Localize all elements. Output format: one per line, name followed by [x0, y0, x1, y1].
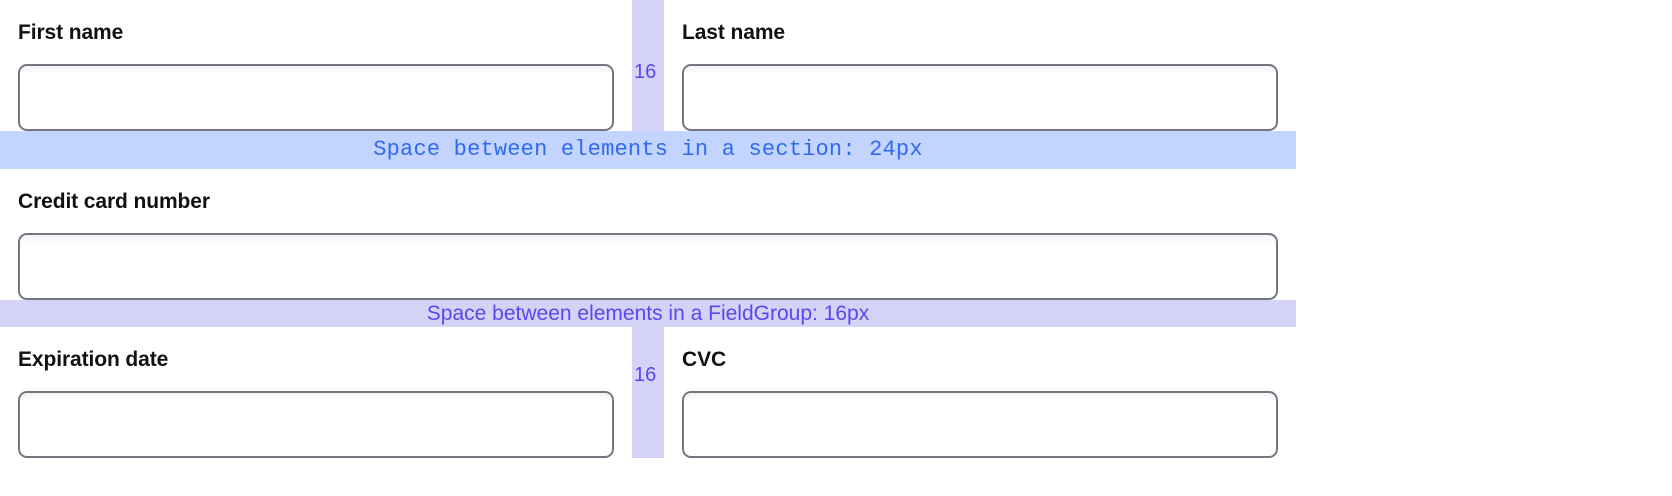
label-expiration-date: Expiration date [18, 348, 169, 371]
expiration-date-input[interactable] [18, 391, 614, 458]
gap-size-label: 16 [634, 364, 657, 386]
gap-indicator-expiry-cvc: 16 [632, 327, 664, 458]
label-first-name: First name [18, 21, 124, 44]
credit-card-number-input[interactable] [18, 233, 1278, 300]
field-row-expiry-cvc: Expiration date 16 CVC [0, 327, 1296, 458]
payment-form: First name 16 Last name Space between el… [0, 0, 1296, 458]
input-wrap-expiration-date [0, 370, 632, 458]
field-last-name: Last name [664, 0, 1296, 131]
field-expiration-date: Expiration date [0, 327, 632, 458]
gap-indicator-names: 16 [632, 0, 664, 131]
annotation-band-fieldgroup-spacing: Space between elements in a FieldGroup: … [0, 300, 1296, 327]
label-credit-card-number: Credit card number [18, 190, 210, 213]
label-last-name: Last name [682, 21, 785, 44]
field-cvc: CVC [664, 327, 1296, 458]
field-row-names: First name 16 Last name [0, 0, 1296, 131]
input-wrap-last-name [664, 43, 1296, 131]
first-name-input[interactable] [18, 64, 614, 131]
last-name-input[interactable] [682, 64, 1278, 131]
input-wrap-credit-card-number [0, 212, 1296, 300]
cvc-input[interactable] [682, 391, 1278, 458]
input-wrap-cvc [664, 370, 1296, 458]
label-cvc: CVC [682, 348, 727, 371]
field-first-name: First name [0, 0, 632, 131]
gap-size-label: 16 [634, 61, 657, 83]
input-wrap-first-name [0, 43, 632, 131]
field-credit-card-number: Credit card number [0, 169, 1296, 300]
annotation-band-section-spacing: Space between elements in a section: 24p… [0, 131, 1296, 169]
